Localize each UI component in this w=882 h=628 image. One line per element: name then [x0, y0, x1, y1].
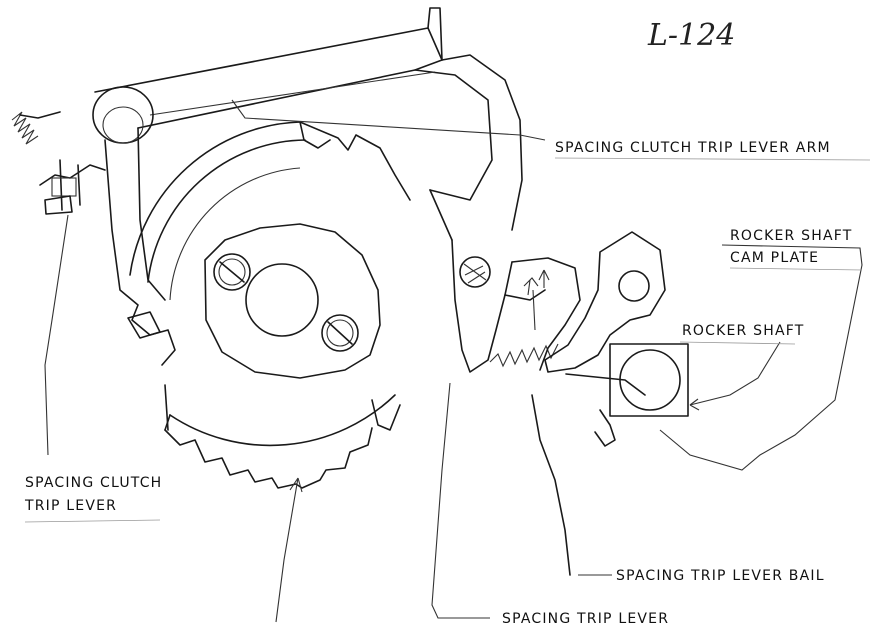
spacing-trip-lever	[429, 189, 513, 373]
spacing-clutch-trip-lever	[104, 127, 176, 366]
label-underlines	[24, 157, 871, 523]
screw-head-left	[213, 253, 251, 291]
spacing-trip-lever-bail	[504, 257, 581, 576]
clutch-trip-lever-arm	[94, 7, 523, 231]
label-trip-lever-arm: SPACING CLUTCH TRIP LEVER ARM	[555, 140, 831, 156]
clutch-tooth-ring	[164, 384, 401, 489]
trip-lever-pivot	[92, 86, 154, 144]
label-trip-lever-bail: SPACING TRIP LEVER BAIL	[616, 568, 825, 584]
label-spacing-trip-lever: SPACING TRIP LEVER	[502, 611, 669, 627]
trip-lever-spring	[489, 343, 559, 368]
figure-number: L-124	[647, 18, 735, 53]
left-spring-assembly	[11, 111, 106, 215]
rocker-shaft-cam-plate	[544, 231, 666, 373]
screw-head-right	[321, 314, 359, 352]
label-cam-plate-line2: CAM PLATE	[730, 250, 819, 266]
label-rocker-shaft: ROCKER SHAFT	[682, 323, 804, 339]
rocker-shaft	[565, 343, 689, 447]
label-cam-plate-line1: ROCKER SHAFT	[730, 228, 852, 244]
label-clutch-trip-lever-line1: SPACING CLUTCH	[25, 475, 162, 491]
clutch-housing	[129, 121, 411, 301]
leader-lines	[44, 99, 863, 623]
label-clutch-trip-lever-line2: TRIP LEVER	[24, 498, 117, 514]
clutch-disk	[204, 223, 381, 379]
